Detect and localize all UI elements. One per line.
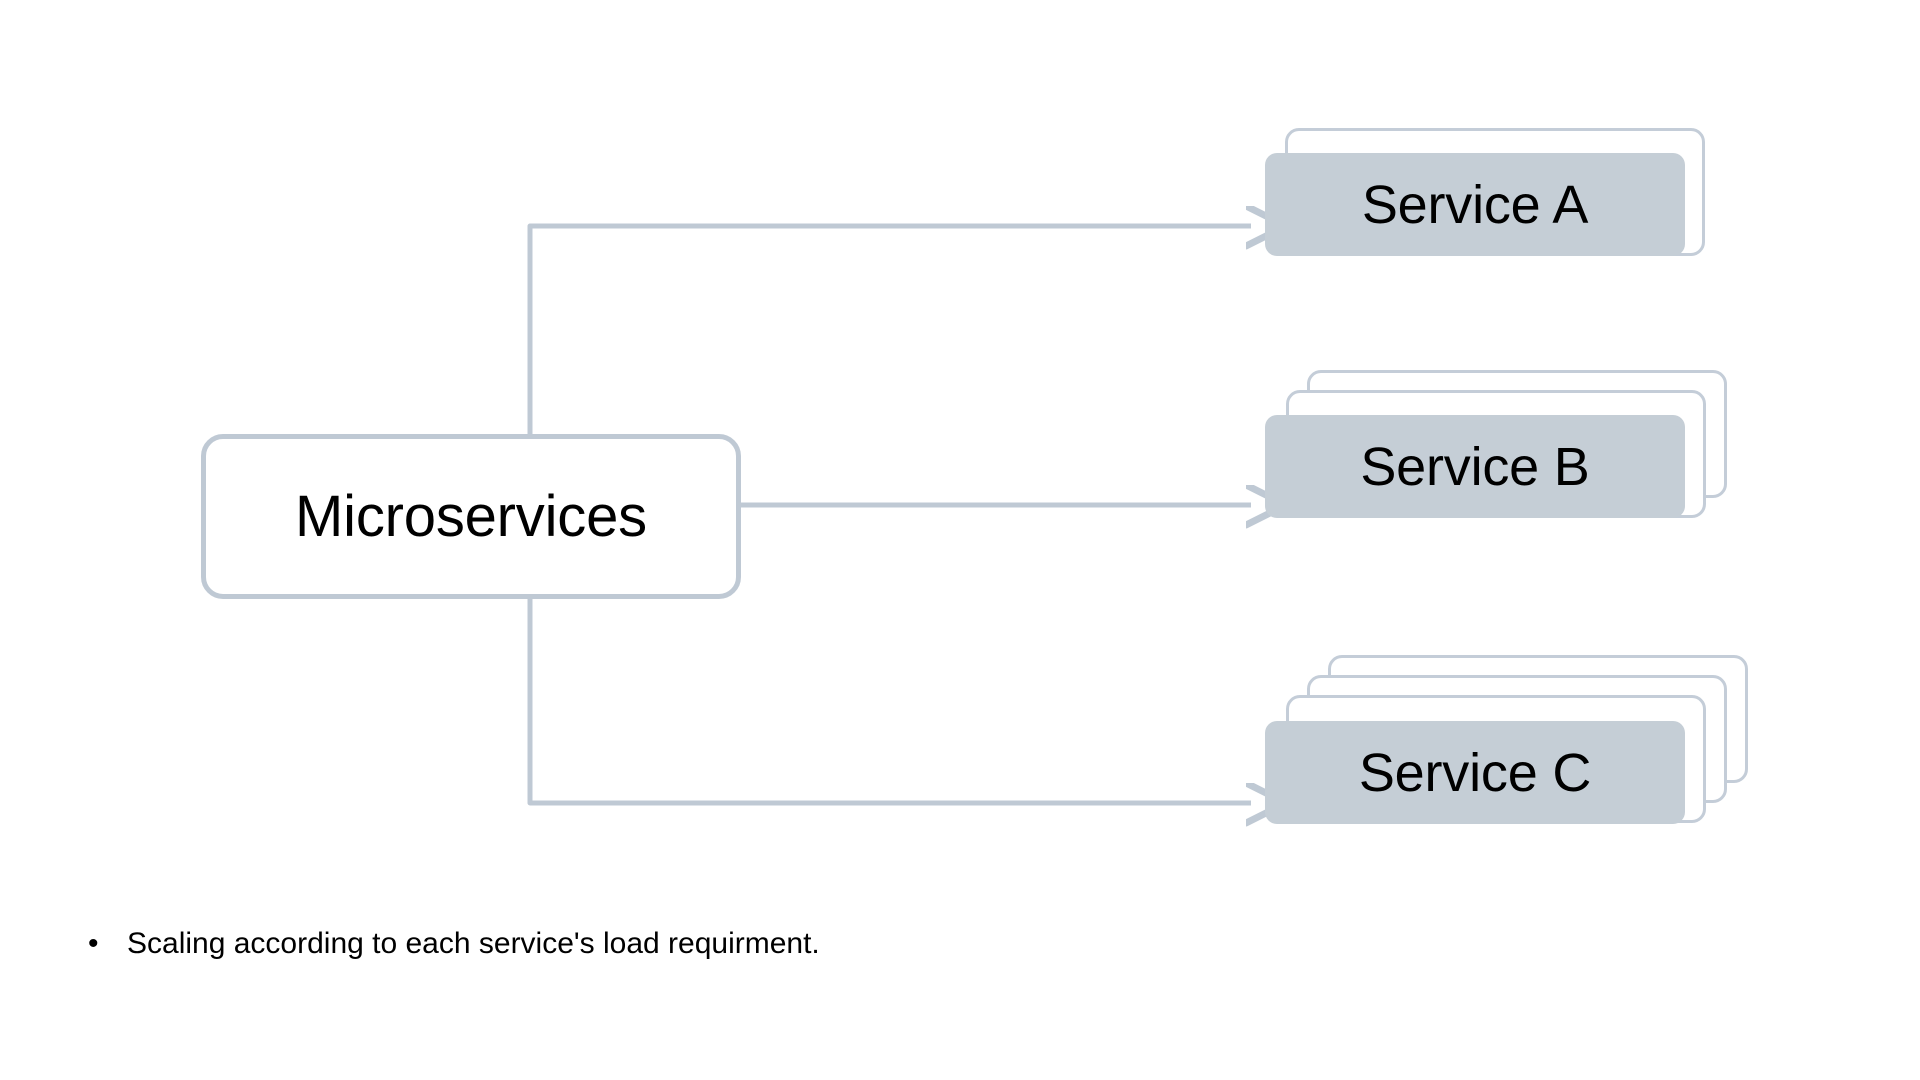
bullet-item: • Scaling according to each service's lo… <box>80 925 1480 963</box>
connector-to-service-a <box>527 226 1251 434</box>
service-group-a[interactable]: Service A <box>1265 128 1735 278</box>
service-group-c[interactable]: Service C <box>1265 655 1765 830</box>
service-c-instance-primary[interactable]: Service C <box>1265 721 1685 824</box>
service-b-label: Service B <box>1360 436 1590 497</box>
service-a-label: Service A <box>1361 174 1589 235</box>
connector-to-service-c <box>527 599 1251 803</box>
service-group-b[interactable]: Service B <box>1265 370 1745 530</box>
bullet-marker-icon: • <box>88 927 99 960</box>
node-microservices-label: Microservices <box>295 483 647 549</box>
service-b-instance-primary[interactable]: Service B <box>1265 415 1685 518</box>
bullet-list: • Scaling according to each service's lo… <box>80 925 1480 963</box>
node-microservices[interactable]: Microservices <box>201 434 741 599</box>
service-c-label: Service C <box>1358 742 1592 803</box>
service-a-instance-primary[interactable]: Service A <box>1265 153 1685 256</box>
bullet-text: Scaling according to each service's load… <box>127 927 820 960</box>
